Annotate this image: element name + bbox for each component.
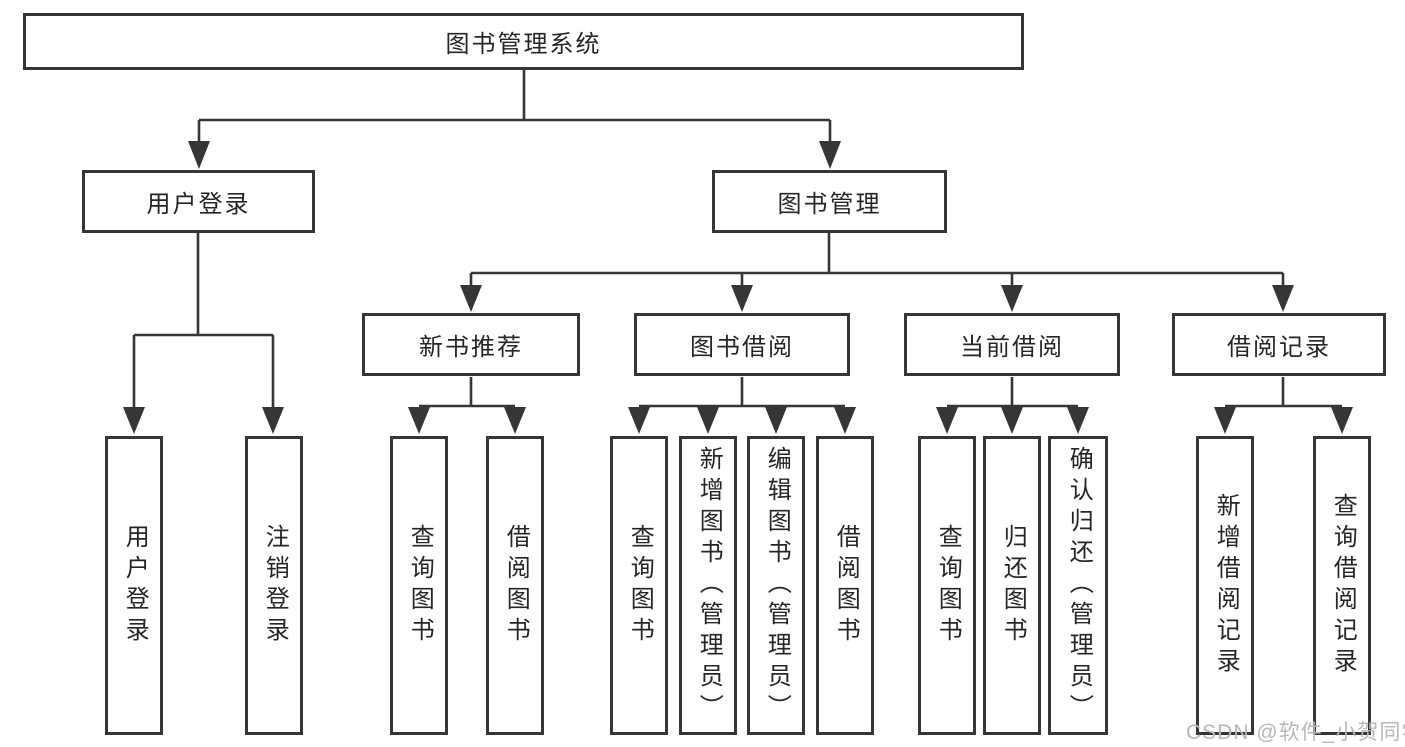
node-label: 查询图书 (934, 523, 962, 648)
node-current-borrow: 当前借阅 (904, 313, 1120, 376)
leaf-borrow-add-books-admin: 新增图书（管理员） (679, 436, 737, 735)
leaf-records-query-borrow-record: 查询借阅记录 (1313, 436, 1371, 735)
node-label: 图书管理系统 (445, 31, 602, 58)
node-label: 查询图书 (626, 523, 654, 648)
node-label: 新书推荐 (419, 334, 523, 361)
node-book-borrow: 图书借阅 (634, 313, 850, 376)
leaf-borrow-query-books: 查询图书 (610, 436, 668, 735)
leaf-user-login: 用户登录 (105, 436, 163, 735)
node-label: 归还图书 (999, 523, 1027, 648)
node-label: 借阅记录 (1227, 334, 1331, 361)
leaf-recommend-query-books: 查询图书 (390, 436, 448, 735)
leaf-borrow-borrow-books: 借阅图书 (816, 436, 874, 735)
node-user-login: 用户登录 (82, 170, 315, 233)
leaf-records-add-borrow-record: 新增借阅记录 (1196, 436, 1254, 735)
node-label: 借阅图书 (832, 523, 860, 648)
leaf-logout: 注销登录 (245, 436, 303, 735)
node-label: 新增图书（管理员） (695, 446, 723, 725)
leaf-current-return-books: 归还图书 (983, 436, 1041, 735)
node-label: 当前借阅 (960, 334, 1064, 361)
leaf-current-confirm-return-admin: 确认归还（管理员） (1048, 436, 1108, 735)
node-label: 查询图书 (406, 523, 434, 648)
node-book-management: 图书管理 (712, 170, 947, 233)
node-label: 编辑图书（管理员） (763, 446, 791, 725)
node-label: 新增借阅记录 (1212, 492, 1240, 679)
watermark: CSDN @软件_小贺同学 (1186, 721, 1405, 744)
node-label: 注销登录 (261, 523, 289, 648)
node-label: 图书管理 (777, 191, 882, 218)
node-label: 用户登录 (121, 523, 149, 648)
leaf-current-query-books: 查询图书 (918, 436, 976, 735)
node-root: 图书管理系统 (23, 13, 1024, 70)
leaf-recommend-borrow-books: 借阅图书 (486, 436, 544, 735)
node-label: 图书借阅 (690, 334, 794, 361)
node-new-book-recommend: 新书推荐 (362, 313, 580, 376)
node-label: 查询借阅记录 (1329, 492, 1357, 679)
leaf-borrow-edit-books-admin: 编辑图书（管理员） (747, 436, 805, 735)
node-label: 借阅图书 (502, 523, 530, 648)
node-borrow-records: 借阅记录 (1172, 313, 1386, 376)
node-label: 用户登录 (146, 191, 251, 218)
node-label: 确认归还（管理员） (1065, 446, 1093, 725)
